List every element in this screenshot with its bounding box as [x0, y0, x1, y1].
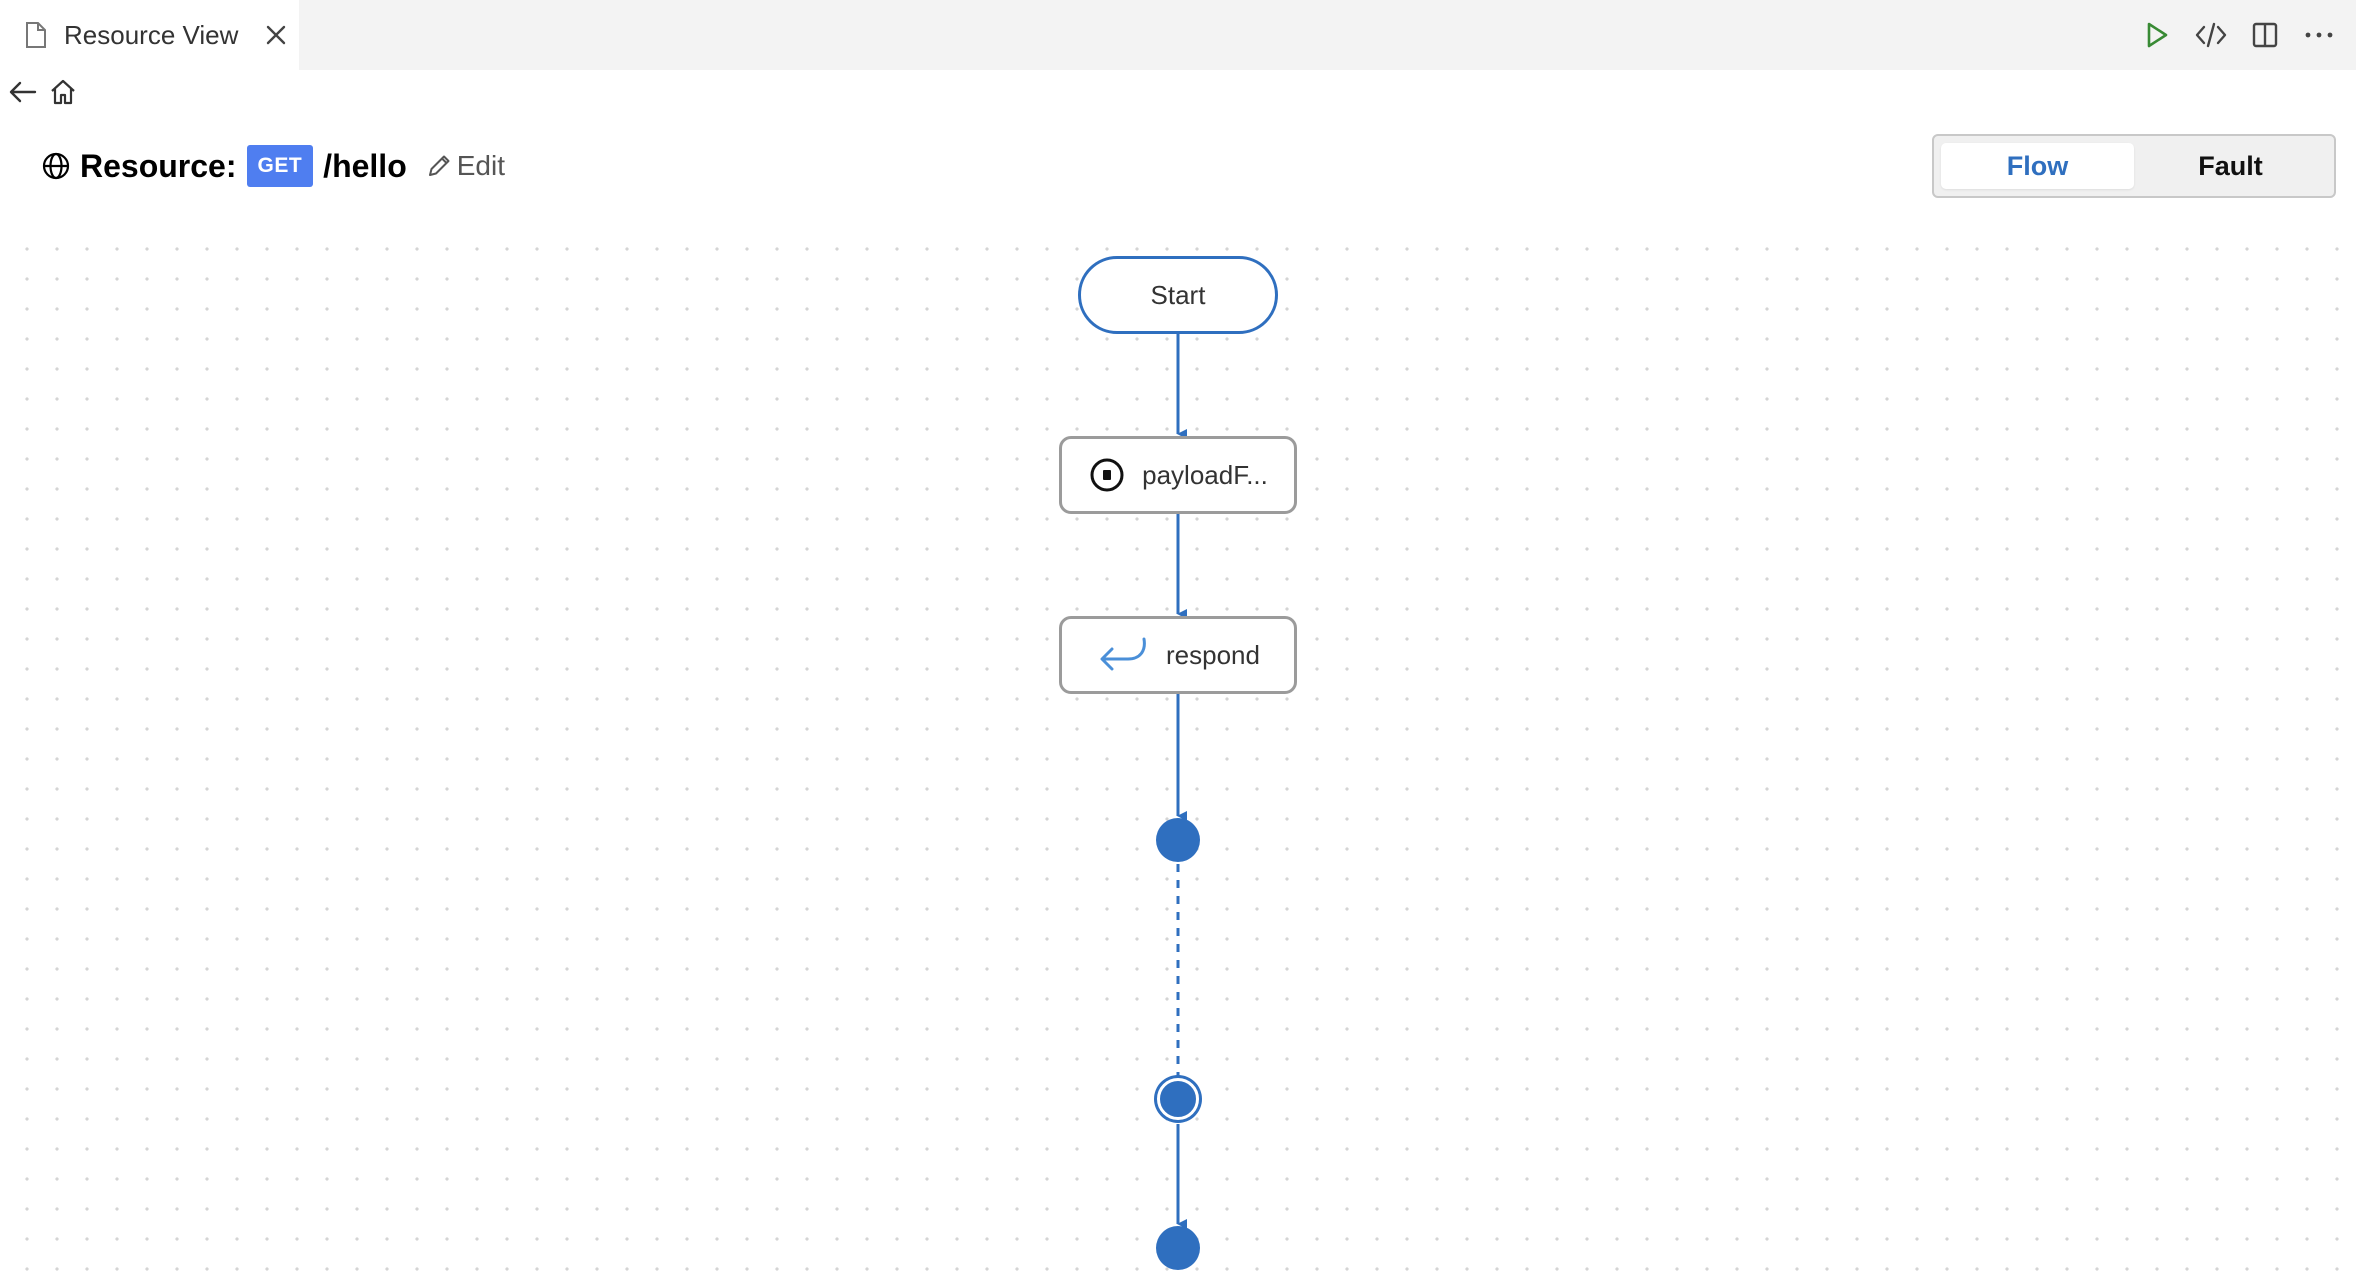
resource-path: /hello: [323, 147, 407, 184]
code-icon[interactable]: [2194, 18, 2228, 52]
globe-icon: [40, 150, 72, 182]
run-icon[interactable]: [2140, 18, 2174, 52]
tab-fault[interactable]: Fault: [2198, 150, 2263, 181]
stop-circle-icon: [1088, 456, 1126, 494]
editor-tab-bar: Resource View: [0, 0, 2356, 70]
navigation-bar: [0, 70, 80, 114]
diagram-canvas[interactable]: Start payloadF... respond: [0, 230, 2356, 1282]
file-icon: [24, 21, 48, 49]
edit-label: Edit: [456, 150, 505, 181]
pencil-icon: [428, 155, 450, 176]
editor-actions: [2140, 0, 2356, 70]
resource-label: Resource:: [80, 147, 237, 184]
start-node-label: Start: [1150, 279, 1206, 310]
edit-button[interactable]: Edit: [425, 150, 505, 182]
home-icon[interactable]: [46, 75, 80, 109]
split-editor-icon[interactable]: [2248, 18, 2282, 52]
back-arrow-icon[interactable]: [6, 75, 40, 109]
end-node[interactable]: [1156, 818, 1200, 862]
view-toggle: Flow Fault: [1932, 134, 2336, 198]
tab-flow[interactable]: Flow: [1941, 143, 2134, 189]
more-icon[interactable]: [2302, 18, 2336, 52]
method-badge: GET: [246, 145, 314, 187]
close-icon[interactable]: [262, 21, 290, 49]
payload-node-label: payloadF...: [1142, 459, 1268, 490]
return-arrow-icon: [1096, 633, 1150, 677]
resource-header: Resource: GET /hello Edit: [40, 140, 505, 192]
tab-label: Resource View: [64, 19, 239, 50]
terminal-node[interactable]: [1156, 1226, 1200, 1270]
start-node[interactable]: Start: [1078, 256, 1278, 334]
connector-node[interactable]: [1157, 1078, 1199, 1120]
respond-node-label: respond: [1166, 639, 1260, 670]
respond-node[interactable]: respond: [1059, 616, 1297, 694]
payload-node[interactable]: payloadF...: [1059, 436, 1297, 514]
tab-resource-view[interactable]: Resource View: [0, 0, 299, 70]
diagram-edges: [1176, 334, 1187, 1229]
